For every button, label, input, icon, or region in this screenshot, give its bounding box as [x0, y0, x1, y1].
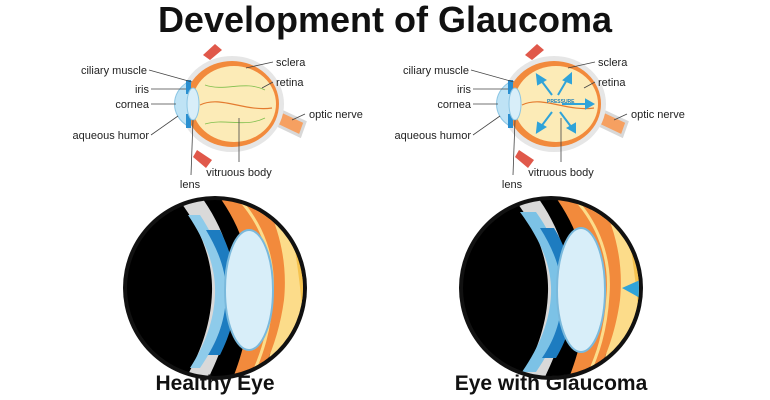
iris-shape [186, 114, 191, 128]
pressure-text: PRESSURE [547, 99, 575, 105]
vessel [204, 117, 266, 125]
label-aqueous-humor: aqueous humor [395, 130, 472, 142]
label-iris: iris [457, 84, 472, 96]
glaucoma-eye-section: PRESSURE ciliary muscle iris cornea aque… [395, 44, 685, 191]
upper-muscle [525, 44, 544, 60]
upper-muscle [203, 44, 222, 60]
lower-muscle [193, 150, 212, 168]
leader-lines [148, 61, 306, 176]
label-iris: iris [135, 84, 150, 96]
leader-lines [470, 61, 628, 176]
label-lens: lens [502, 179, 523, 191]
healthy-eye-closeup [123, 196, 307, 380]
label-lens: lens [180, 179, 201, 191]
label-retina: retina [276, 77, 304, 89]
label-aqueous-humor: aqueous humor [73, 130, 150, 142]
label-cornea: cornea [115, 99, 150, 111]
label-ciliary-muscle: ciliary muscle [403, 65, 469, 77]
pressure-arrows [535, 71, 596, 134]
iris-shape [508, 114, 513, 128]
iris-shape [186, 80, 191, 94]
label-optic-nerve: optic nerve [631, 109, 685, 121]
label-vitreous-body: vitruous body [528, 167, 594, 179]
lens-shape [186, 87, 200, 121]
caption-healthy-eye: Healthy Eye [155, 372, 275, 395]
vessel [204, 84, 266, 91]
glaucoma-eye-closeup [459, 196, 643, 380]
label-cornea: cornea [437, 99, 472, 111]
label-vitreous-body: vitruous body [206, 167, 272, 179]
caption-eye-with-glaucoma: Eye with Glaucoma [454, 372, 648, 395]
iris-shape [508, 80, 513, 94]
label-ciliary-muscle: ciliary muscle [81, 65, 147, 77]
page-title: Development of Glaucoma [157, 0, 613, 40]
label-sclera: sclera [276, 57, 306, 69]
label-optic-nerve: optic nerve [309, 109, 363, 121]
label-retina: retina [598, 77, 626, 89]
lens-shape [508, 87, 522, 121]
vessel [199, 101, 273, 110]
label-sclera: sclera [598, 57, 628, 69]
healthy-eye-section: ciliary muscle iris cornea aqueous humor… [73, 44, 363, 191]
lower-muscle [515, 150, 534, 168]
